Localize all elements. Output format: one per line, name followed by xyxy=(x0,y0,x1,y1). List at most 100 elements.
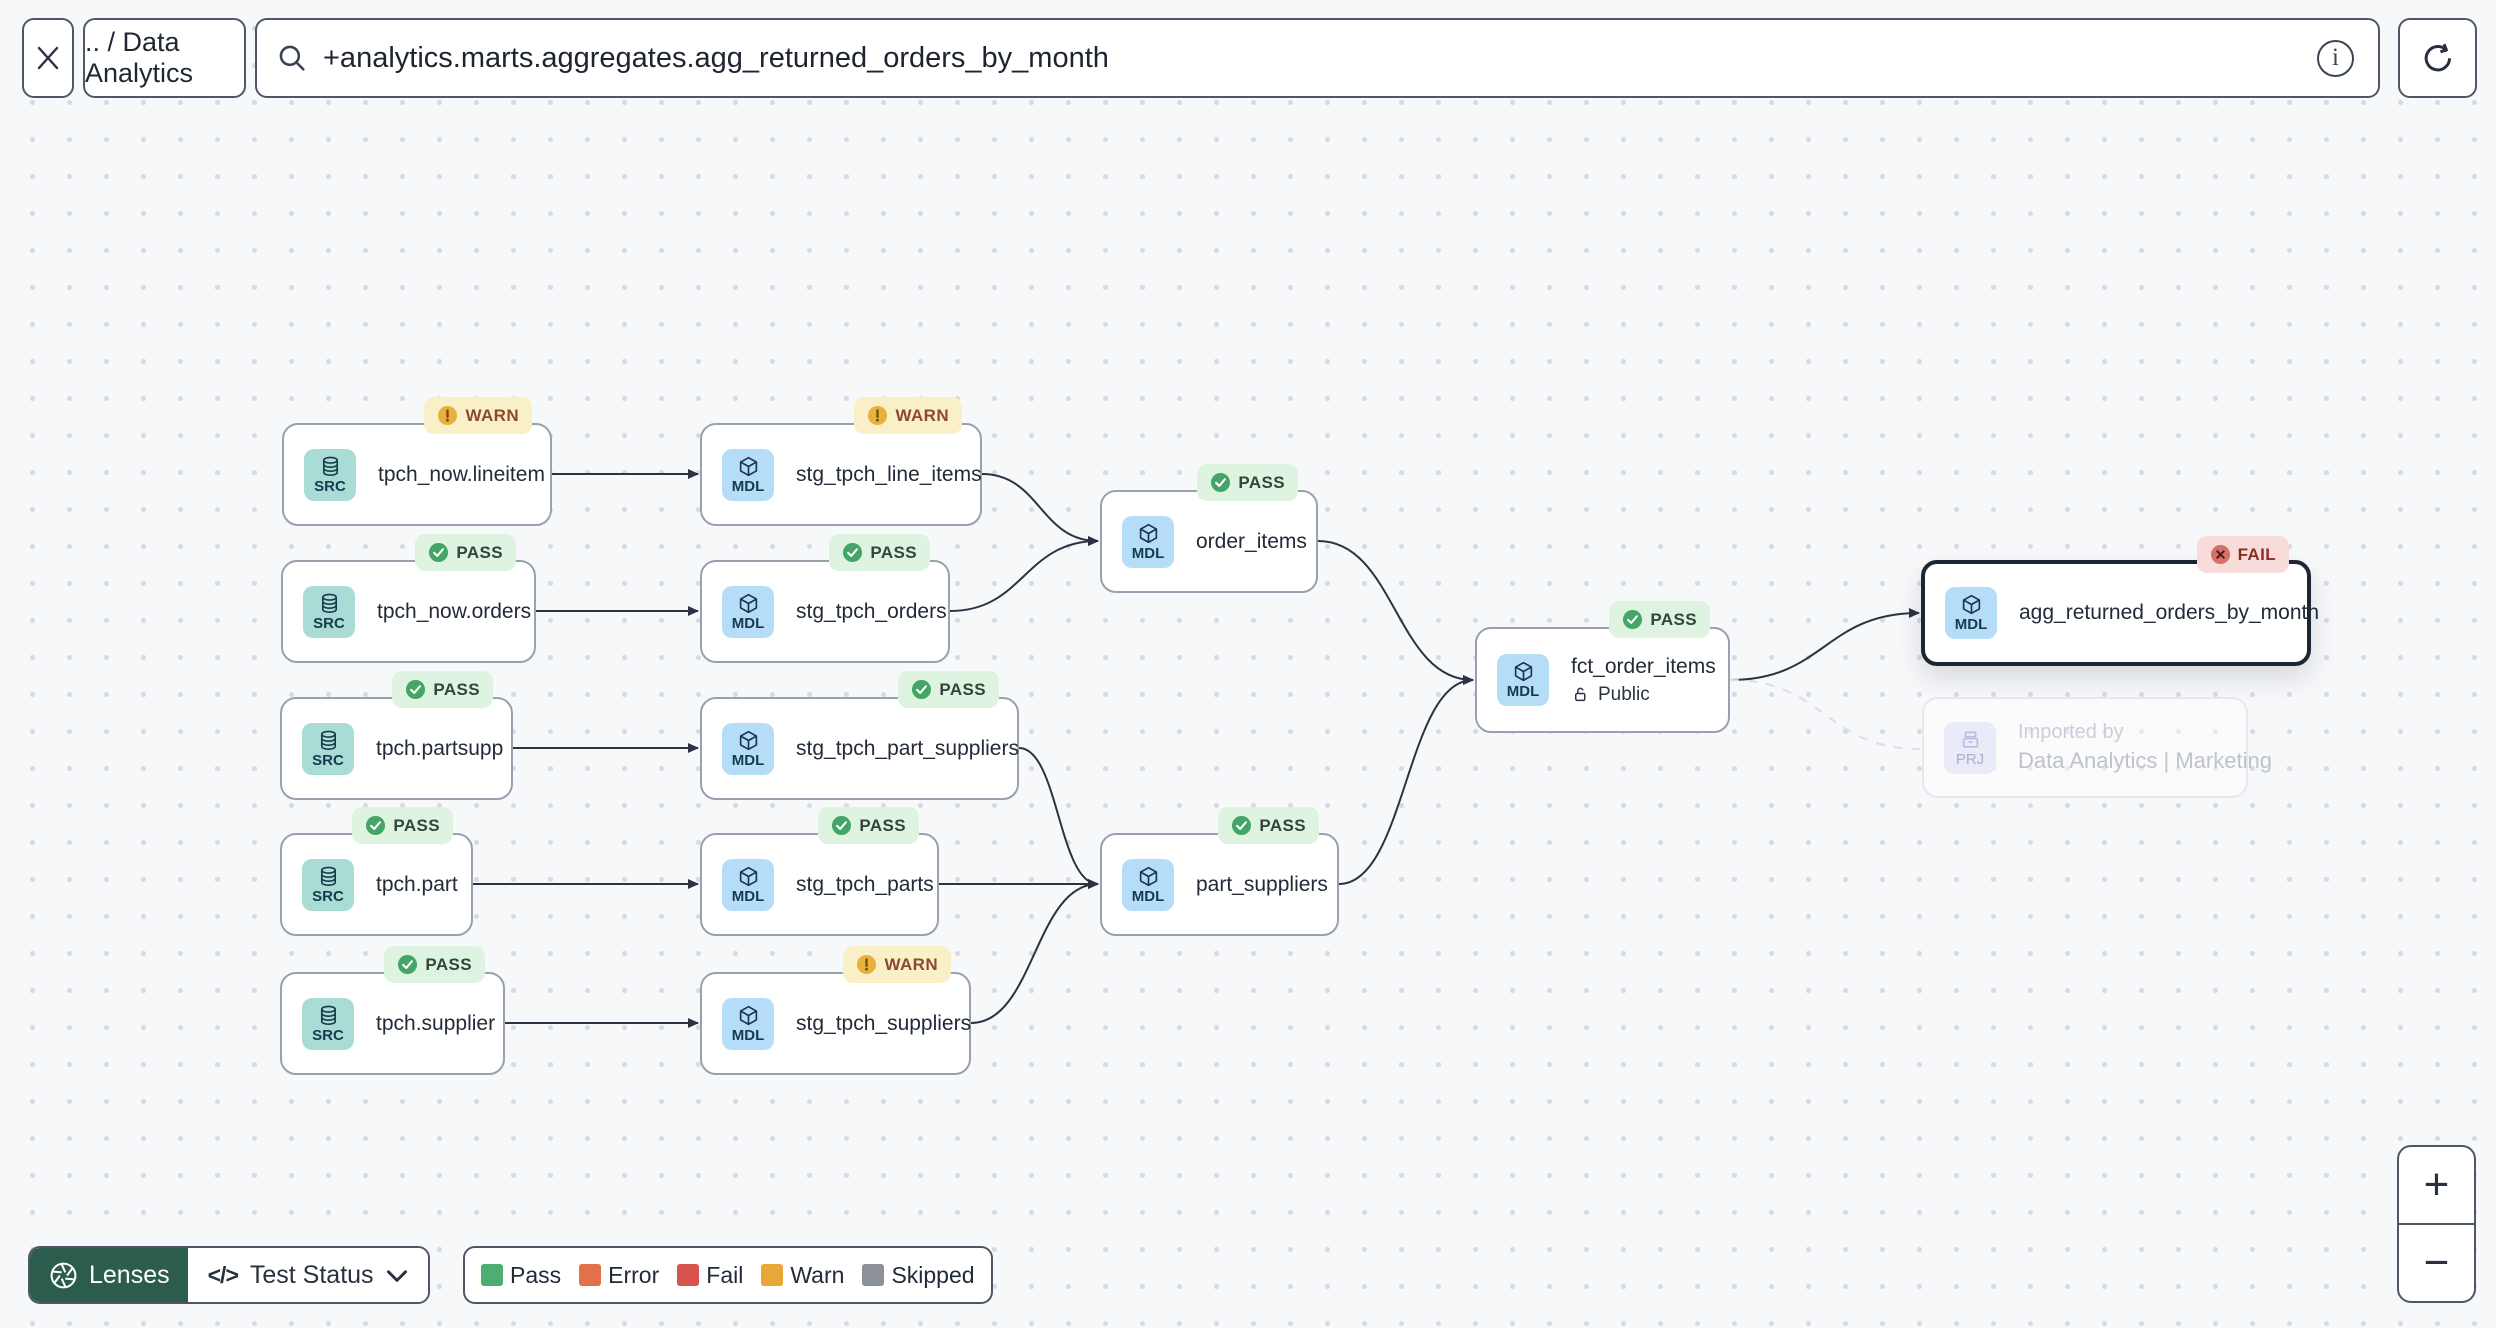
zoom-in-button[interactable]: + xyxy=(2399,1147,2474,1223)
lens-bar: Lenses </> Test Status xyxy=(28,1246,430,1304)
minus-icon: − xyxy=(2423,1238,2450,1288)
lenses-button[interactable]: Lenses xyxy=(30,1248,188,1302)
legend-swatch-fail xyxy=(677,1264,700,1286)
node-visibility: Public xyxy=(1571,684,1716,706)
badge-label: PASS xyxy=(1238,472,1285,492)
ghost-node-title: Data Analytics | Marketing xyxy=(2018,748,2272,773)
legend-item-warn: Warn xyxy=(761,1262,844,1289)
test-status-badge-pass: PASS xyxy=(392,671,493,708)
node-type-label: PRJ xyxy=(1955,750,1985,768)
node-body: tpch.supplier xyxy=(376,1012,495,1036)
node-title: agg_returned_orders_by_month xyxy=(2019,601,2320,624)
legend-label: Fail xyxy=(706,1261,744,1288)
node-body: tpch_now.orders xyxy=(377,600,531,624)
check-circle-icon xyxy=(831,815,852,836)
lineage-edge-7 xyxy=(1018,747,1099,889)
node-body: part_suppliers xyxy=(1196,873,1328,897)
database-icon: SRC xyxy=(303,585,355,638)
lens-selected-label: Test Status xyxy=(249,1260,374,1289)
test-status-badge-pass: PASS xyxy=(898,671,999,708)
badge-label: WARN xyxy=(465,405,519,425)
node-title: tpch.part xyxy=(376,872,458,896)
node-type-label: MDL xyxy=(731,887,765,905)
zoom-control: + − xyxy=(2397,1145,2476,1303)
zoom-out-button[interactable]: − xyxy=(2399,1225,2474,1301)
node-body: stg_tpch_suppliers xyxy=(796,1012,971,1036)
cube-icon: MDL xyxy=(1122,515,1174,568)
database-icon: SRC xyxy=(302,722,354,775)
cube-icon: MDL xyxy=(722,858,774,911)
test-status-badge-pass: PASS xyxy=(1197,464,1298,501)
test-status-badge-pass: PASS xyxy=(415,534,516,571)
lineage-node-tpch.partsupp[interactable]: SRC tpch.partsupp PASS xyxy=(280,671,513,800)
node-title: stg_tpch_line_items xyxy=(796,462,982,486)
badge-label: PASS xyxy=(859,815,906,835)
legend-label: Warn xyxy=(790,1261,845,1288)
lineage-node-stg_tpch_parts[interactable]: MDL stg_tpch_parts PASS xyxy=(700,807,939,936)
legend-swatch-pass xyxy=(481,1264,503,1286)
x-circle-icon xyxy=(2210,544,2231,565)
legend-swatch-error xyxy=(579,1264,602,1286)
test-status-badge-pass: PASS xyxy=(352,807,453,844)
legend-item-fail: Fail xyxy=(677,1262,743,1289)
database-icon: SRC xyxy=(304,448,356,501)
aperture-icon xyxy=(48,1260,79,1291)
check-circle-icon xyxy=(405,679,426,700)
lineage-node-tpch.part[interactable]: SRC tpch.part PASS xyxy=(280,807,473,936)
node-type-label: SRC xyxy=(312,1026,344,1044)
node-type-label: MDL xyxy=(731,751,765,769)
breadcrumb[interactable]: .. / Data Analytics xyxy=(83,18,246,98)
refresh-button[interactable] xyxy=(2398,18,2477,98)
check-circle-icon xyxy=(911,679,932,700)
search-input[interactable] xyxy=(323,41,2303,75)
node-type-label: MDL xyxy=(731,614,765,632)
node-title: stg_tpch_parts xyxy=(796,872,934,896)
archive-icon: PRJ xyxy=(1944,721,1996,774)
node-body: tpch.partsupp xyxy=(376,737,503,761)
node-body: stg_tpch_parts xyxy=(796,873,934,897)
badge-label: PASS xyxy=(939,679,986,699)
check-circle-icon xyxy=(1210,472,1231,493)
database-icon: SRC xyxy=(302,858,354,911)
badge-label: FAIL xyxy=(2237,544,2276,564)
node-title: stg_tpch_suppliers xyxy=(796,1011,972,1035)
close-icon xyxy=(33,43,63,73)
close-button[interactable] xyxy=(22,18,74,98)
legend-item-error: Error xyxy=(579,1262,659,1289)
node-title: order_items xyxy=(1196,529,1307,553)
node-title: stg_tpch_part_suppliers xyxy=(796,736,1019,760)
refresh-icon xyxy=(2420,40,2456,76)
lineage-edge-10 xyxy=(1317,540,1474,685)
warning-circle-icon xyxy=(437,405,458,426)
legend-label: Skipped xyxy=(891,1261,975,1288)
node-title: fct_order_items xyxy=(1571,654,1716,678)
cube-icon: MDL xyxy=(722,585,774,638)
lens-selector[interactable]: </> Test Status xyxy=(187,1248,428,1302)
check-circle-icon xyxy=(1231,815,1252,836)
lineage-edge-11 xyxy=(1338,675,1474,885)
legend-swatch-skipped xyxy=(862,1264,885,1286)
lineage-node-agg_returned_orders_by_month[interactable]: MDL agg_returned_orders_by_month FAIL xyxy=(1921,536,2319,666)
info-icon[interactable]: i xyxy=(2317,39,2354,77)
node-type-label: MDL xyxy=(1954,616,1988,634)
node-title: tpch.partsupp xyxy=(376,736,504,760)
cube-icon: MDL xyxy=(1497,654,1549,706)
node-type-label: MDL xyxy=(1131,544,1165,562)
lineage-node-stg_tpch_part_suppliers[interactable]: MDL stg_tpch_part_suppliers PASS xyxy=(700,671,1019,800)
database-icon: SRC xyxy=(302,997,354,1050)
node-title: tpch_now.orders xyxy=(377,599,532,623)
node-body: stg_tpch_line_items xyxy=(796,463,982,487)
lineage-node-order_items[interactable]: MDL order_items PASS xyxy=(1100,464,1318,593)
lineage-node-tpch_now.orders[interactable]: SRC tpch_now.orders PASS xyxy=(281,534,536,663)
warning-circle-icon xyxy=(867,405,888,426)
test-status-badge-fail: FAIL xyxy=(2196,536,2289,573)
